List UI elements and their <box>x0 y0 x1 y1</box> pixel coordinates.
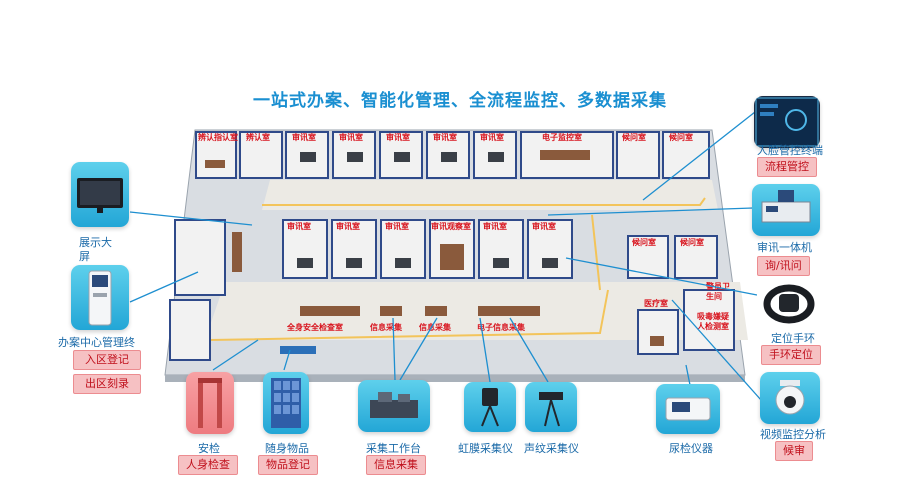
tv-icon <box>77 178 123 213</box>
room-label: 审讯室 <box>287 221 311 231</box>
room-label: 审讯室 <box>480 132 504 142</box>
page-title: 一站式办案、智能化管理、全流程监控、多数据采集 <box>253 91 667 111</box>
dome-camera-icon <box>775 380 805 415</box>
urine-device <box>656 384 720 434</box>
workstation-tag: 信息采集 <box>366 455 426 475</box>
room-label: 辨认室 <box>246 132 270 142</box>
room-label: 电子信息采集 <box>477 322 526 332</box>
iris-device <box>464 382 516 432</box>
room-label: 信息采集 <box>419 322 452 332</box>
room-label: 候问室 <box>669 132 693 142</box>
room-label: 电子监控室 <box>542 132 582 142</box>
metal-detector-icon <box>198 378 222 428</box>
room-label: 候问室 <box>622 132 646 142</box>
room-label: 全身安全检查室 <box>286 322 343 332</box>
room-label: 审讯室 <box>385 221 409 231</box>
room-label-drug: 吸毒嫌疑人检测室 <box>697 312 729 331</box>
face-tag: 流程管控 <box>757 157 817 177</box>
room-label-police: 警员卫生间 <box>706 282 730 301</box>
terminal-label: 办案中心管理终 <box>58 336 135 349</box>
display-label: 展示大屏 <box>79 236 112 263</box>
security-tag: 人身检查 <box>178 455 238 475</box>
room-label: 审讯观察室 <box>431 221 471 231</box>
camera-label: 视频监控分析 <box>760 428 826 441</box>
camera-device <box>760 372 820 424</box>
workstation-device <box>358 380 430 432</box>
face-terminal-icon <box>755 97 819 147</box>
room-label: 辨认指认室 <box>198 132 238 142</box>
terminal-tag-exit: 出区刻录 <box>73 374 141 394</box>
iris-label: 虹膜采集仪 <box>458 442 513 455</box>
interrogation-label: 审讯一体机 <box>757 241 812 254</box>
room-label: 审讯室 <box>336 221 360 231</box>
room-label: 审讯室 <box>433 132 457 142</box>
urine-label: 尿检仪器 <box>669 442 713 455</box>
room-label: 候问室 <box>632 237 656 247</box>
lobby-room <box>174 219 226 296</box>
face-label: 人脸管控终端 <box>757 144 823 157</box>
room-label: 审讯室 <box>339 132 363 142</box>
kiosk-icon <box>88 270 112 326</box>
locker-icon <box>271 378 301 428</box>
interrogation-tag: 询/讯问 <box>757 256 810 276</box>
iris-scanner-icon <box>481 388 499 427</box>
urine-tester-icon <box>665 397 711 421</box>
display-device <box>71 162 129 227</box>
security-label: 安检 <box>198 442 220 455</box>
top-room-row <box>195 131 710 179</box>
room-label: 审讯室 <box>292 132 316 142</box>
interrogation-machine-icon <box>761 190 811 223</box>
voice-label: 声纹采集仪 <box>524 442 579 455</box>
room-label: 信息采集 <box>370 322 403 332</box>
terminal-tag-entry: 入区登记 <box>73 350 141 370</box>
room-label: 审讯室 <box>386 132 410 142</box>
terminal-device <box>71 265 129 330</box>
lockers-tag: 物品登记 <box>258 455 318 475</box>
middle-room-row <box>282 219 718 279</box>
camera-tag: 候审 <box>775 441 813 461</box>
room-label: 候问室 <box>680 237 704 247</box>
lockers-device <box>263 372 309 434</box>
workstation-icon <box>370 392 418 418</box>
voice-recorder-icon <box>539 392 563 427</box>
room-label: 医疗室 <box>644 298 668 308</box>
lockers-label: 随身物品 <box>265 442 309 455</box>
face-device <box>754 96 820 148</box>
wristband-label: 定位手环 <box>771 332 815 345</box>
voice-device <box>525 382 577 432</box>
security-device <box>186 372 234 434</box>
wristband-tag: 手环定位 <box>761 345 821 365</box>
wristband-device <box>757 278 821 330</box>
workstation-label: 采集工作台 <box>366 442 421 455</box>
room-label: 审讯室 <box>483 221 507 231</box>
wristband-icon <box>763 284 815 324</box>
interrogation-device <box>752 184 820 236</box>
room-label: 审讯室 <box>532 221 556 231</box>
